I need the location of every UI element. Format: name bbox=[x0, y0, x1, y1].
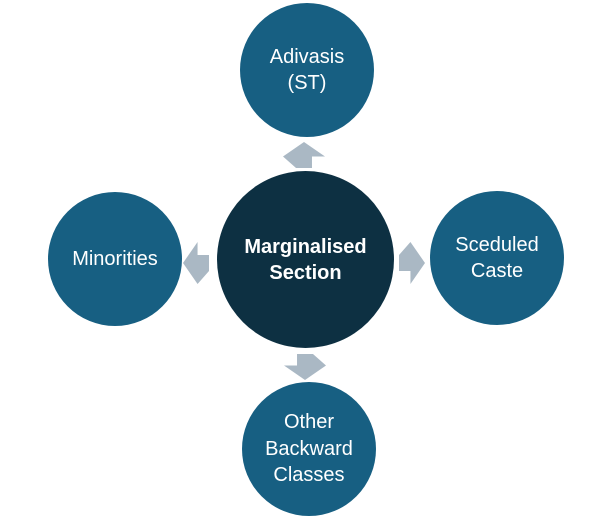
node-other-backward-classes-label: Other Backward Classes bbox=[265, 411, 353, 487]
node-minorities: Minorities bbox=[48, 192, 182, 326]
node-marginalised-section-label: Marginalised Section bbox=[244, 235, 367, 284]
node-sceduled-caste: Sceduled Caste bbox=[430, 191, 564, 325]
node-sceduled-caste-label: Sceduled Caste bbox=[455, 233, 539, 282]
arrow-left-icon bbox=[183, 242, 209, 284]
arrow-down-icon bbox=[284, 354, 326, 380]
node-other-backward-classes: Other Backward Classes bbox=[242, 382, 376, 516]
node-adivasis-st-label: Adivasis (ST) bbox=[269, 45, 345, 94]
node-minorities-label: Minorities bbox=[72, 247, 158, 270]
node-marginalised-section: Marginalised Section bbox=[217, 171, 394, 348]
node-adivasis-st: Adivasis (ST) bbox=[240, 3, 374, 137]
arrow-up-icon bbox=[283, 142, 325, 168]
arrow-right-icon bbox=[399, 242, 425, 284]
